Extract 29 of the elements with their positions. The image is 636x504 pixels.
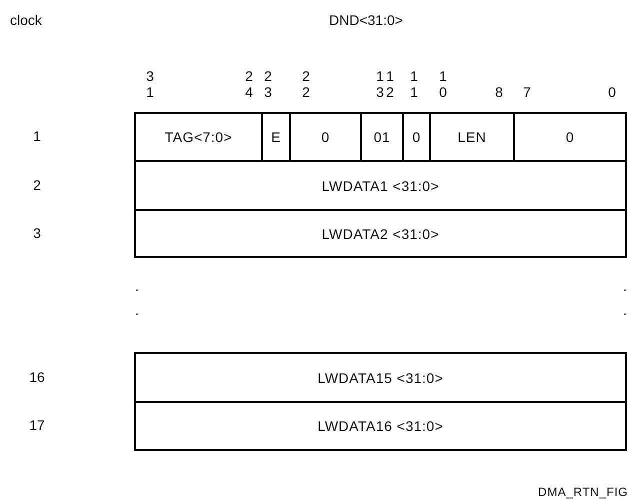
ellipsis-dot: .: [135, 302, 139, 318]
figure-caption: DMA_RTN_FIG: [538, 484, 628, 500]
bit-number: 31: [145, 68, 155, 100]
ellipsis-dot: .: [135, 278, 139, 294]
signal-name: clock: [10, 12, 42, 28]
row-number: 3: [33, 225, 41, 241]
row-number: 16: [29, 369, 45, 385]
data-row: LWDATA15 <31:0>: [134, 352, 627, 403]
bit-number: 11: [409, 68, 419, 100]
ellipsis-dot: .: [623, 278, 627, 294]
row-number: 17: [29, 417, 45, 433]
bit-number: 8: [494, 84, 504, 100]
bus-label: DND<31:0>: [329, 12, 403, 28]
data-row: LWDATA16 <31:0>: [134, 401, 627, 451]
bit-number: 7: [522, 84, 532, 100]
field-cell: TAG<7:0>: [134, 112, 263, 162]
row-number: 1: [33, 128, 41, 144]
data-row: LWDATA1 <31:0>: [134, 160, 627, 211]
bit-number: 0: [607, 84, 617, 100]
ellipsis-dot: .: [623, 302, 627, 318]
bit-number: 10: [438, 68, 448, 100]
bit-number: 23: [263, 68, 273, 100]
bit-number: 22: [301, 68, 311, 100]
bit-number: 24: [244, 68, 254, 100]
field-cell: 0: [513, 112, 627, 162]
bit-number: 13: [375, 68, 385, 100]
data-row: LWDATA2 <31:0>: [134, 209, 627, 258]
row-number: 2: [33, 177, 41, 193]
bit-number: 12: [385, 68, 395, 100]
